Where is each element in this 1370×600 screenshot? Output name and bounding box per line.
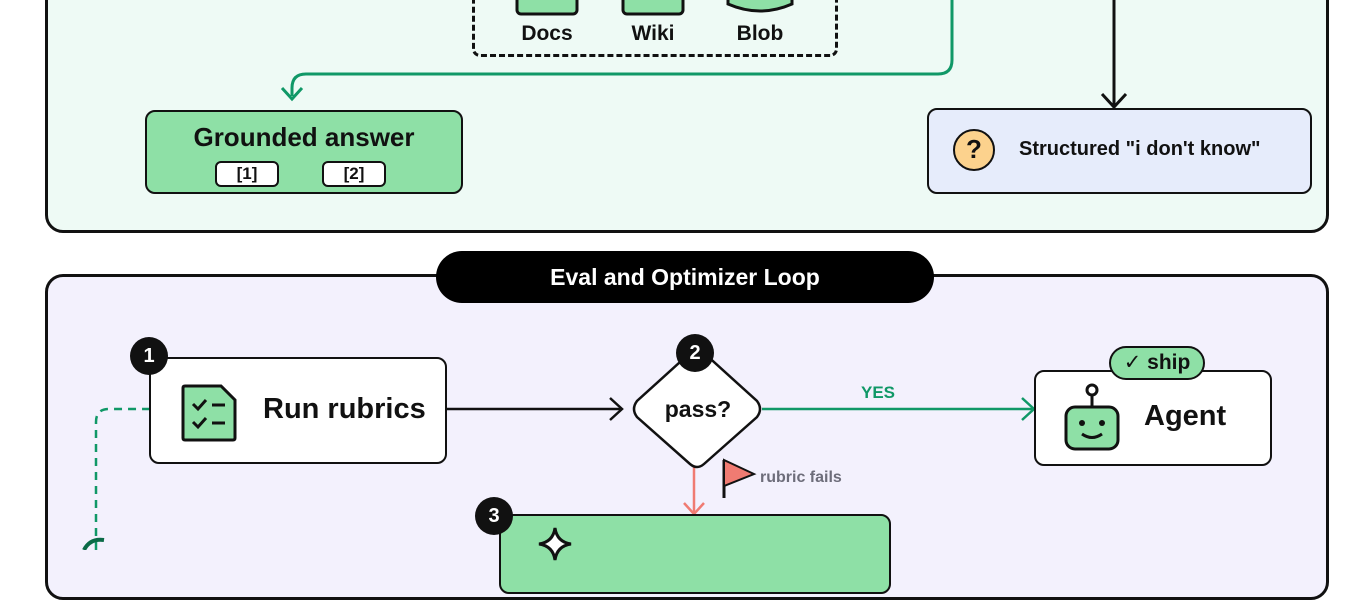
source-wiki-label: Wiki bbox=[631, 22, 675, 45]
idk-node: ? Structured "i don't know" bbox=[927, 108, 1312, 194]
question-icon: ? bbox=[953, 129, 995, 171]
sources-group bbox=[472, 0, 838, 57]
citation-1: [1] bbox=[215, 161, 279, 187]
idk-label: Structured "i don't know" bbox=[1019, 138, 1261, 160]
ship-badge: ✓ ship bbox=[1109, 346, 1205, 380]
checklist-icon bbox=[181, 384, 237, 442]
citation-2: [2] bbox=[322, 161, 386, 187]
step-3-badge: 3 bbox=[475, 497, 513, 535]
agent-label: Agent bbox=[1144, 400, 1227, 432]
green-arrowhead bbox=[280, 86, 304, 102]
loop-curl bbox=[82, 537, 105, 550]
source-docs-label: Docs bbox=[521, 22, 573, 45]
optimizer-node bbox=[499, 514, 891, 594]
grounded-answer-title: Grounded answer bbox=[193, 122, 415, 152]
step-1-badge: 1 bbox=[130, 337, 168, 375]
green-connector bbox=[290, 0, 954, 96]
flag-icon bbox=[722, 458, 757, 498]
black-arrowhead bbox=[1100, 92, 1128, 110]
run-rubrics-label: Run rubrics bbox=[263, 393, 426, 425]
top-connectors bbox=[280, 0, 1128, 110]
rubric-fails-label: rubric fails bbox=[760, 469, 842, 486]
pass-label: pass? bbox=[664, 396, 732, 422]
source-blob-label: Blob bbox=[736, 22, 784, 45]
agent-node: Agent bbox=[1034, 370, 1272, 466]
blob-icon bbox=[726, 0, 794, 13]
grounded-answer-node: Grounded answer [1] [2] bbox=[145, 110, 463, 194]
eval-loop-title: Eval and Optimizer Loop bbox=[436, 251, 934, 303]
ship-label: ship bbox=[1147, 351, 1191, 374]
robot-icon bbox=[1064, 383, 1120, 451]
loop-back-line bbox=[94, 407, 168, 550]
run-rubrics-node: Run rubrics bbox=[149, 357, 447, 464]
wiki-icon bbox=[621, 0, 685, 16]
run-to-pass-arrowhead bbox=[609, 397, 624, 421]
check-icon: ✓ bbox=[1123, 351, 1142, 374]
sparkle-icon bbox=[538, 527, 572, 561]
yes-label: YES bbox=[861, 383, 896, 402]
docs-icon bbox=[515, 0, 579, 16]
step-2-badge: 2 bbox=[676, 334, 714, 372]
source-icons bbox=[515, 0, 794, 16]
